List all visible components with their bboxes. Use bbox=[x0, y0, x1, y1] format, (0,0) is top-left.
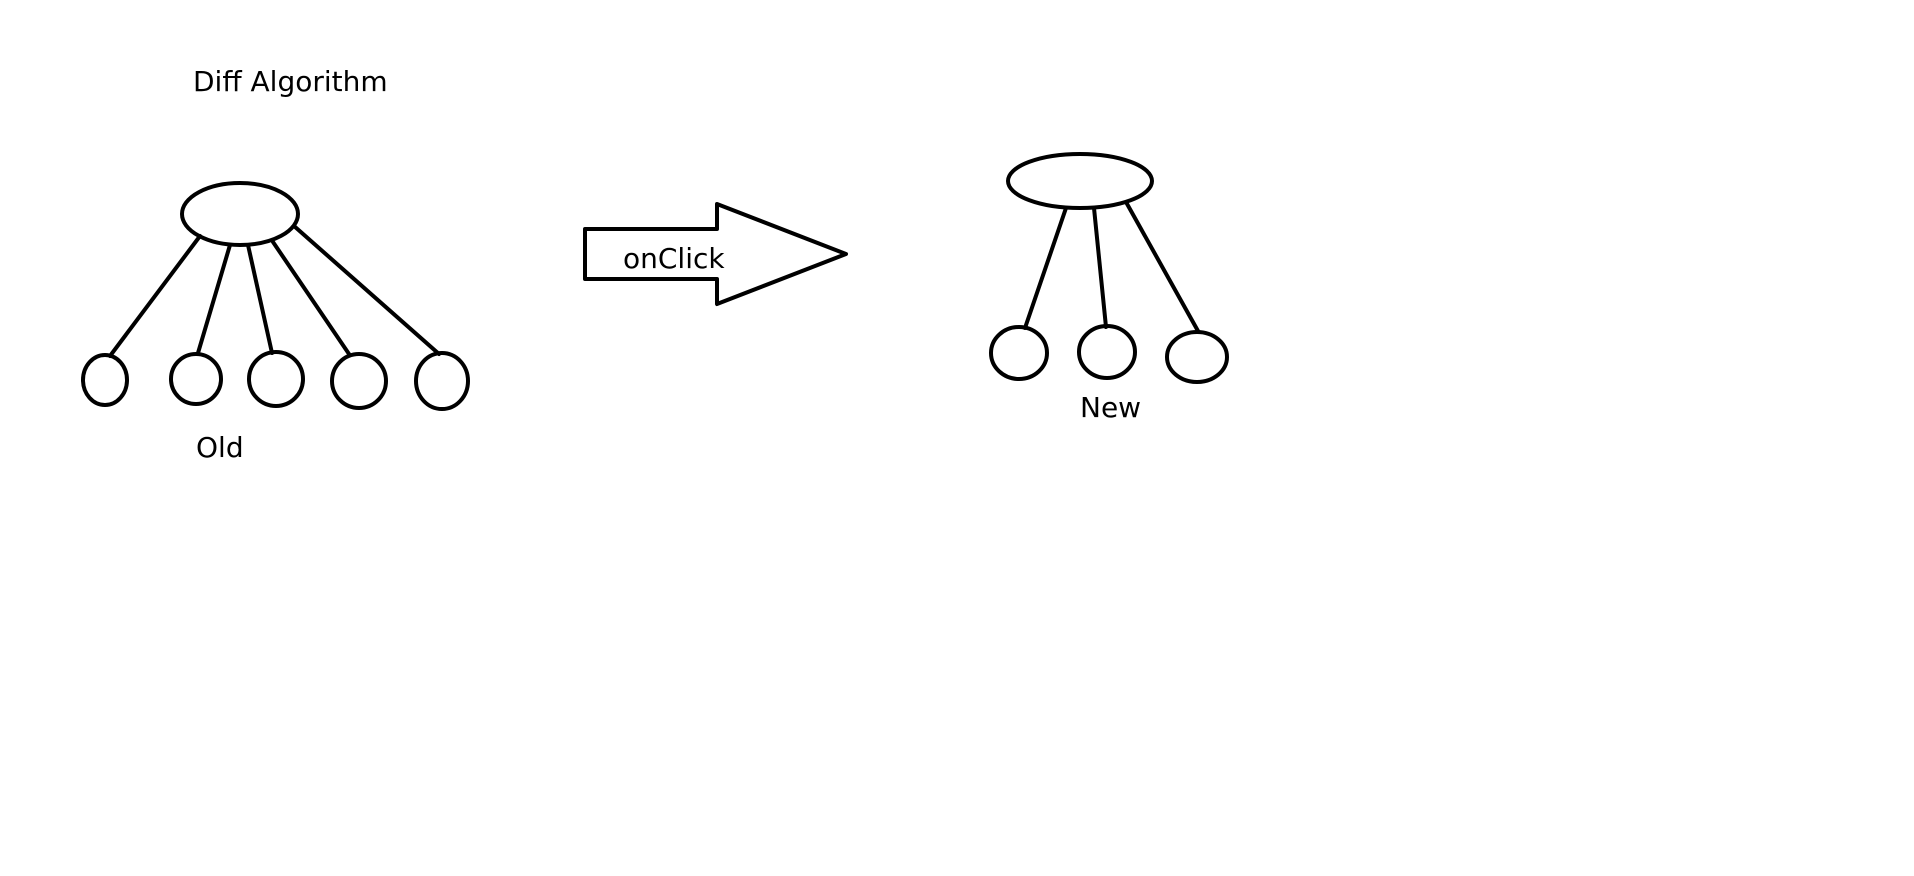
old-edge-1 bbox=[108, 234, 202, 358]
old-edge-3 bbox=[246, 243, 274, 355]
old-child-node-4 bbox=[330, 352, 388, 410]
new-edge-2 bbox=[1092, 206, 1108, 329]
new-tree: New bbox=[989, 152, 1229, 424]
transition-arrow: onClick bbox=[583, 202, 848, 306]
old-edge-5 bbox=[292, 224, 441, 356]
old-tree-label: Old bbox=[196, 431, 244, 464]
old-child-node-5 bbox=[414, 351, 470, 411]
new-child-node-2 bbox=[1077, 324, 1137, 380]
diagram-title: Diff Algorithm bbox=[193, 65, 388, 98]
new-child-node-3 bbox=[1165, 330, 1229, 384]
new-root-node bbox=[1006, 152, 1154, 210]
old-child-node-1 bbox=[81, 353, 129, 407]
old-edge-4 bbox=[271, 240, 351, 356]
new-child-node-1 bbox=[989, 325, 1049, 381]
new-tree-label: New bbox=[1080, 391, 1141, 424]
old-edge-2 bbox=[196, 243, 232, 355]
new-edge-3 bbox=[1124, 200, 1200, 333]
transition-label: onClick bbox=[623, 242, 725, 275]
new-edge-1 bbox=[1023, 206, 1068, 330]
old-child-node-3 bbox=[247, 350, 305, 408]
block-arrow-shape bbox=[583, 202, 848, 306]
old-child-node-2 bbox=[169, 352, 223, 406]
old-root-node bbox=[180, 181, 300, 247]
old-tree: Old bbox=[81, 181, 470, 464]
